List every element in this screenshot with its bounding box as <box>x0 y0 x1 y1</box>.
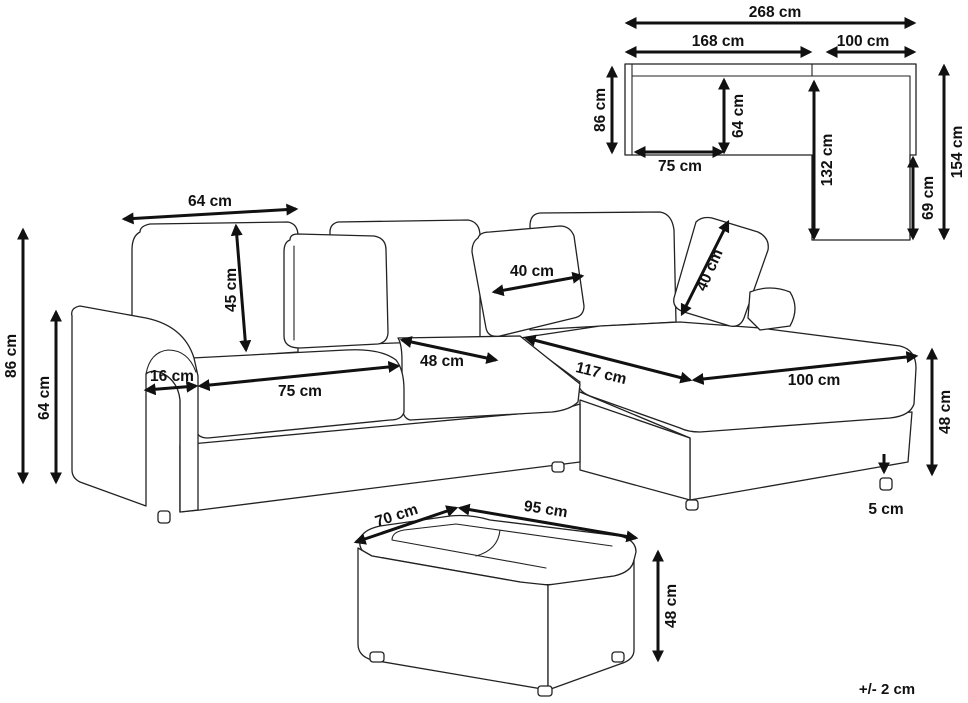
plan-chaise-width-label: 100 cm <box>837 33 890 50</box>
plan-sofa-width-label: 168 cm <box>692 33 745 50</box>
ottoman-width-arrow <box>457 503 639 543</box>
pillow-width-arrow <box>491 271 585 297</box>
plan-total-length-label: 154 cm <box>949 126 966 179</box>
pillow-width-label: 40 cm <box>510 263 554 280</box>
plan-seat-depth-label: 64 cm <box>730 94 747 138</box>
backrest-height-arrow <box>230 223 252 353</box>
pillow-height-arrow <box>680 219 730 317</box>
tolerance-note: +/- 2 cm <box>859 681 915 698</box>
armrest-width-label: 16 cm <box>150 368 194 385</box>
backrest-width-label: 64 cm <box>188 193 232 210</box>
plan-backrest-line <box>631 63 911 156</box>
plan-overall-width-label: 268 cm <box>749 4 802 21</box>
leg-height-label: 5 cm <box>868 501 903 518</box>
plan-depth-label: 86 cm <box>592 88 609 132</box>
ottoman-drawing: 70 cm 95 cm 48 cm <box>353 498 680 697</box>
backrest-width-arrow <box>121 203 299 225</box>
seat-height-label: 48 cm <box>937 390 954 434</box>
ottoman-leg-right <box>611 651 625 663</box>
ottoman-leg-front <box>537 685 553 697</box>
total-height-label: 86 cm <box>3 334 20 378</box>
middle-seat-label: 48 cm <box>420 353 464 370</box>
chaise-leg-right <box>879 477 893 491</box>
ottoman-front-face <box>357 547 549 691</box>
throw-pillow-middle <box>471 225 585 337</box>
seat-width-arrow <box>197 360 401 392</box>
plan-chaise-length-label: 132 cm <box>819 134 836 187</box>
ottoman-depth-arrow <box>353 505 459 545</box>
ottoman-width-label: 95 cm <box>523 498 569 522</box>
armrest-width-arrow <box>143 380 199 396</box>
plan-seat-width-label: 75 cm <box>658 158 702 175</box>
right-bolster <box>747 287 796 331</box>
backrest-height-label: 45 cm <box>223 268 240 312</box>
sofa-leg-left <box>157 510 171 524</box>
chaise-leg-front <box>685 499 699 511</box>
sofa-drawing: 64 cm 45 cm 40 cm 40 cm 16 cm 75 cm 48 c… <box>3 193 954 524</box>
ottoman-leg-left <box>369 651 385 663</box>
ottoman-height-label: 48 cm <box>663 584 680 628</box>
chaise-width-label: 100 cm <box>788 372 841 389</box>
throw-pillow-left <box>283 233 389 349</box>
arm-height-label: 64 cm <box>36 376 53 420</box>
seat-width-label: 75 cm <box>278 383 322 400</box>
armrest-top-curve <box>145 349 197 375</box>
corner-length-arrow <box>523 334 693 384</box>
plan-view: 268 cm 168 cm 100 cm 86 cm 64 cm 75 cm 1… <box>592 4 966 241</box>
plan-chaise-depth-label: 69 cm <box>920 176 937 220</box>
chaise-width-arrow <box>691 351 919 385</box>
sofa-leg-middle <box>551 461 565 473</box>
middle-seat-arrow <box>399 336 499 364</box>
armrest-front <box>71 305 199 513</box>
